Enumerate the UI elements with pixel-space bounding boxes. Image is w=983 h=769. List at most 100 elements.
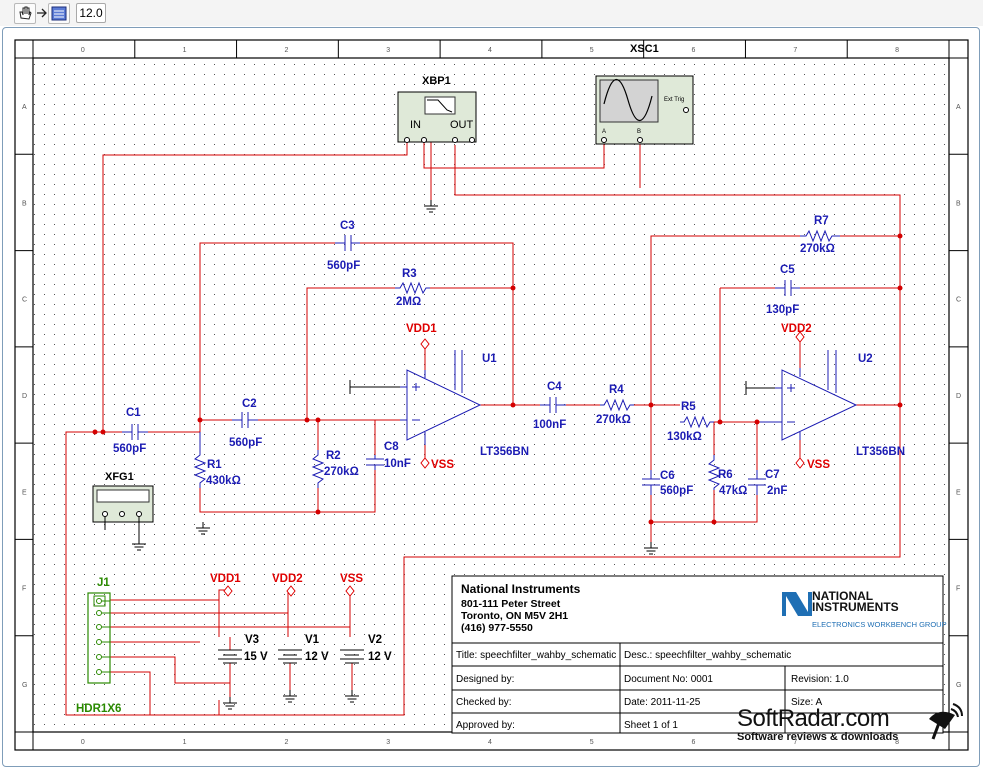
j1-name: J1	[97, 577, 110, 589]
company-name: National Instruments	[461, 582, 581, 596]
capacitor-c5[interactable]	[775, 280, 800, 296]
resistor-r3[interactable]	[395, 281, 430, 295]
c5-value: 130pF	[766, 304, 799, 316]
ruler-row-label: E	[22, 489, 27, 496]
u2-name: U2	[858, 353, 873, 365]
resistor-r4[interactable]	[600, 398, 634, 412]
c3-name: C3	[340, 220, 355, 232]
tb-document-no: Document No: 0001	[624, 674, 713, 685]
instrument-xbp1[interactable]: XBP1 IN OUT	[397, 75, 477, 143]
u2-vss: VSS	[807, 459, 830, 471]
junctions	[92, 233, 903, 525]
c1-value: 560pF	[113, 443, 146, 455]
v3-value: 15 V	[244, 651, 268, 663]
c6-value: 560pF	[660, 485, 693, 497]
ruler-column-label: 5	[590, 47, 594, 54]
xsc1-ch-a: A	[602, 129, 606, 135]
ruler-row-label: C	[22, 297, 27, 304]
v1-name: V1	[305, 634, 320, 646]
capacitor-c1[interactable]	[122, 424, 148, 440]
company-address1: 801-111 Peter Street	[461, 598, 561, 610]
r7-name: R7	[814, 215, 829, 227]
ruler-column-label: 5	[590, 739, 594, 746]
c8-value: 10nF	[384, 458, 411, 470]
resistor-r6[interactable]	[707, 455, 721, 490]
tb-desc: Desc.: speechfilter_wahby_schematic	[624, 650, 791, 661]
resistor-r1[interactable]	[193, 432, 207, 488]
logo-line2: INSTRUMENTS	[812, 600, 899, 614]
r4-value: 270kΩ	[596, 414, 631, 426]
ruler-row-label: F	[22, 586, 26, 593]
hand-icon	[19, 6, 32, 20]
ruler-row-label: B	[956, 200, 961, 207]
ni-logo: NATIONAL INSTRUMENTS ELECTRONICS WORKBEN…	[782, 589, 947, 629]
title-block: National Instruments 801-111 Peter Stree…	[451, 575, 947, 734]
r6-name: R6	[718, 469, 733, 481]
v2-rail: VSS	[340, 573, 363, 585]
satellite-dish-icon	[929, 703, 963, 740]
ruler-row-label: C	[956, 297, 961, 304]
opamp-u1[interactable]	[400, 350, 482, 445]
ruler-column-label: 8	[895, 47, 899, 54]
instrument-xsc1[interactable]: XSC1 Ext Trig A B	[595, 43, 694, 145]
toolbar: 12.0	[0, 0, 983, 26]
xsc1-label: XSC1	[630, 43, 659, 55]
v2-name: V2	[368, 634, 382, 646]
capacitor-c2[interactable]	[232, 412, 258, 428]
tb-title: Title: speechfilter_wahby_schematic	[456, 650, 616, 661]
ruler-column-label: 7	[793, 47, 797, 54]
r2-name: R2	[326, 450, 341, 462]
xbp1-out-label: OUT	[450, 119, 474, 131]
capacitor-c8[interactable]	[366, 455, 384, 470]
resistor-r2[interactable]	[311, 450, 325, 488]
ruler-row-label: G	[22, 682, 27, 689]
power-ports	[223, 331, 805, 597]
resistor-r7[interactable]	[800, 229, 840, 243]
hand-tool-button[interactable]	[14, 3, 36, 24]
tb-approved-by: Approved by:	[456, 720, 515, 731]
ruler-column-label: 8	[895, 739, 899, 746]
ruler-column-label: 0	[81, 47, 85, 54]
r2-value: 270kΩ	[324, 466, 359, 478]
ruler-column-label: 4	[488, 739, 492, 746]
ruler-row-label: E	[956, 489, 961, 496]
c4-value: 100nF	[533, 419, 566, 431]
battery-v1[interactable]	[278, 649, 302, 664]
schematic-view-button[interactable]	[48, 3, 70, 24]
battery-v2[interactable]	[340, 649, 364, 664]
u1-part: LT356BN	[480, 446, 529, 458]
ruler-column-label: 3	[386, 47, 390, 54]
logo-line1: NATIONAL	[812, 589, 873, 603]
ruler-column-label: 2	[284, 47, 288, 54]
capacitor-c7[interactable]	[748, 470, 766, 495]
xbp1-label: XBP1	[422, 75, 451, 87]
c8-name: C8	[384, 441, 399, 453]
company-phone: (416) 977-5550	[461, 622, 533, 634]
u2-part: LT356BN	[856, 446, 905, 458]
watermark-main: SoftRadar.com	[737, 705, 890, 732]
zoom-level[interactable]: 12.0	[76, 3, 106, 23]
opamp-u2[interactable]	[760, 350, 858, 441]
company-address2: Toronto, ON M5V 2H1	[461, 610, 568, 622]
instrument-xfg1[interactable]: XFG1	[92, 471, 154, 538]
tb-sheet: Sheet 1 of 1	[624, 720, 678, 731]
c3-value: 560pF	[327, 260, 360, 272]
u1-name: U1	[482, 353, 497, 365]
r5-name: R5	[681, 401, 696, 413]
ruler-row-label: G	[956, 682, 961, 689]
u2-vdd: VDD2	[781, 323, 812, 335]
capacitor-c3[interactable]	[335, 235, 360, 251]
capacitor-c6[interactable]	[642, 470, 660, 495]
r7-value: 270kΩ	[800, 243, 835, 255]
battery-v3[interactable]	[218, 649, 242, 664]
capacitor-c4[interactable]	[540, 397, 566, 413]
c5-name: C5	[780, 264, 795, 276]
j1-part: HDR1X6	[76, 703, 121, 715]
arrow-icon	[37, 8, 47, 18]
r6-value: 47kΩ	[719, 485, 747, 497]
header-j1[interactable]	[87, 592, 111, 684]
c2-value: 560pF	[229, 437, 262, 449]
u1-vss: VSS	[431, 459, 454, 471]
resistor-r5[interactable]	[680, 415, 714, 429]
